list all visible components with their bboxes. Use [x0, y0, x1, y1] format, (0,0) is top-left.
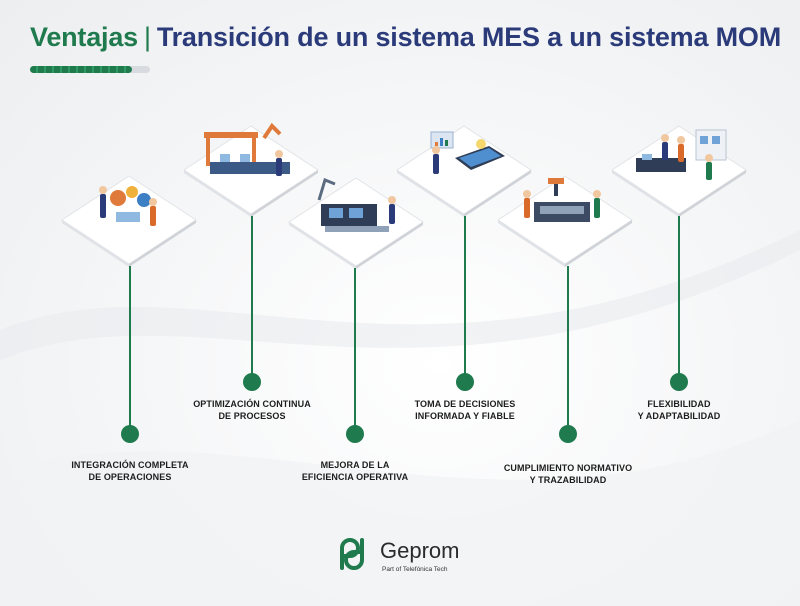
stage-label-2-line1: OPTIMIZACIÓN CONTINUA: [193, 399, 311, 409]
title-separator: |: [143, 22, 151, 52]
brand-subtitle: Part of Telefónica Tech: [382, 566, 448, 573]
stage-label-5-line1: CUMPLIMIENTO NORMATIVO: [503, 463, 633, 473]
brand: Geprom Part of Telefónica Tech: [330, 532, 480, 578]
stage-label-6-line2: Y ADAPTABILIDAD: [637, 411, 721, 421]
stage-label-6-line1: FLEXIBILIDAD: [647, 399, 711, 409]
stage-marker-5: [559, 425, 577, 443]
stage-marker-2: [243, 373, 261, 391]
stage-illustration-1: [61, 175, 197, 267]
header-progress-bar: [30, 66, 150, 73]
stage-label-5: CUMPLIMIENTO NORMATIVO Y TRAZABILIDAD: [483, 462, 653, 486]
title-accent: Ventajas: [30, 22, 138, 52]
stage-label-3-line1: MEJORA DE LA: [320, 460, 390, 470]
stage-illustration-5: [497, 175, 633, 267]
stage-stem-1: [129, 266, 131, 432]
stage-label-2: OPTIMIZACIÓN CONTINUA DE PROCESOS: [167, 398, 337, 422]
stage-label-2-line2: DE PROCESOS: [218, 411, 286, 421]
stage-stem-4: [464, 216, 466, 381]
stage-label-4-line2: INFORMADA Y FIABLE: [415, 411, 515, 421]
stage-illustration-6: [611, 125, 747, 217]
stage-marker-1: [121, 425, 139, 443]
stage-marker-3: [346, 425, 364, 443]
stage-label-6: FLEXIBILIDAD Y ADAPTABILIDAD: [594, 398, 764, 422]
stage-label-3: MEJORA DE LA EFICIENCIA OPERATIVA: [270, 459, 440, 483]
page-title: Ventajas|Transición de un sistema MES a …: [30, 22, 781, 53]
stage-stem-6: [678, 216, 680, 381]
stage-stem-2: [251, 216, 253, 381]
stage-label-3-line2: EFICIENCIA OPERATIVA: [301, 472, 409, 482]
stage-marker-6: [670, 373, 688, 391]
brand-name: Geprom: [380, 538, 460, 563]
stage-stem-3: [354, 268, 356, 434]
stage-illustration-2: [183, 122, 319, 217]
stage-label-4: TOMA DE DECISIONES INFORMADA Y FIABLE: [380, 398, 550, 422]
geprom-logo-icon: [340, 538, 364, 570]
stage-label-1-line2: DE OPERACIONES: [88, 472, 172, 482]
stage-marker-4: [456, 373, 474, 391]
stage-illustration-3: [288, 177, 424, 269]
title-main: Transición de un sistema MES a un sistem…: [156, 22, 781, 52]
stage-label-1-line1: INTEGRACIÓN COMPLETA: [71, 460, 189, 470]
stage-label-5-line2: Y TRAZABILIDAD: [529, 475, 607, 485]
stage-stem-5: [567, 266, 569, 432]
stage-label-1: INTEGRACIÓN COMPLETA DE OPERACIONES: [45, 459, 215, 483]
stage-illustration-4: [396, 125, 532, 217]
header-progress-fill: [30, 66, 132, 73]
stage-label-4-line1: TOMA DE DECISIONES: [414, 399, 516, 409]
